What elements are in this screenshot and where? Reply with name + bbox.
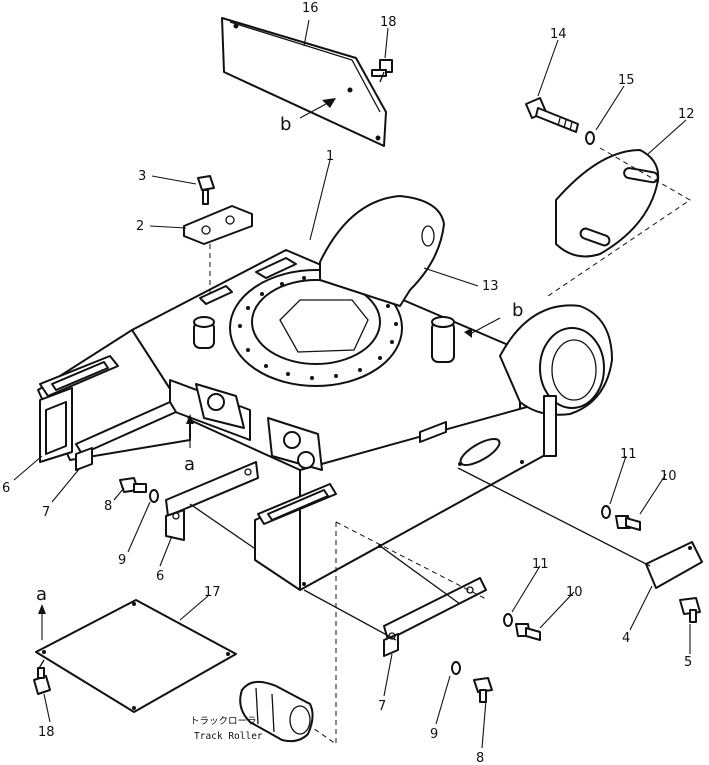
bolt-18-bottom — [33, 667, 51, 695]
plate-4 — [645, 541, 703, 589]
bolt-5 — [679, 597, 701, 623]
track-roller — [239, 680, 314, 743]
callout-10-front: 10 — [566, 585, 583, 600]
washer-11-front — [503, 613, 513, 627]
callout-9-left: 9 — [118, 553, 126, 568]
callout-8-front: 8 — [476, 751, 484, 765]
bolt-8-front — [473, 677, 493, 703]
callout-10-right: 10 — [660, 469, 677, 484]
cover-plate-16 — [221, 17, 387, 147]
assembly-lines — [37, 147, 691, 745]
bolt-10-right — [615, 515, 641, 531]
callout-1: 1 — [326, 149, 334, 164]
callout-3: 3 — [138, 169, 146, 184]
callout-13: 13 — [482, 279, 499, 294]
view-letter-b-right: b — [512, 300, 523, 321]
callout-7-left: 7 — [42, 505, 50, 520]
view-letter-a-left: a — [36, 584, 47, 605]
callout-18-bottom: 18 — [38, 725, 55, 740]
track-roller-caption: トラックローラ Track Roller — [190, 716, 263, 742]
callout-4: 4 — [622, 631, 630, 646]
bolt-18-top — [371, 59, 393, 83]
callout-17: 17 — [204, 585, 221, 600]
idler-housing — [499, 304, 613, 457]
callout-12: 12 — [678, 107, 695, 122]
front-clevis — [195, 383, 323, 471]
callout-15: 15 — [618, 73, 635, 88]
callout-16: 16 — [302, 1, 319, 16]
bracket-2 — [183, 205, 253, 245]
callout-11-right: 11 — [620, 447, 637, 462]
washer-15 — [585, 131, 595, 145]
washer-9-front — [451, 661, 461, 675]
cover-plate-17 — [35, 599, 237, 713]
track-frame-1 — [37, 249, 546, 591]
callout-2: 2 — [136, 219, 144, 234]
callout-numbers: 16 18 14 15 12 1 3 2 13 6 7 8 9 6 17 18 … — [2, 1, 695, 765]
callout-9-front: 9 — [430, 727, 438, 742]
callout-18-top: 18 — [380, 15, 397, 30]
callout-7-front: 7 — [378, 699, 386, 714]
view-letters: a a b b — [36, 114, 523, 605]
washer-11-right — [601, 505, 611, 519]
callout-6-left: 6 — [2, 481, 10, 496]
view-arrows — [38, 98, 501, 640]
guard-7-left — [75, 401, 177, 471]
guard-6-left — [39, 387, 73, 463]
view-letter-a-center: a — [184, 454, 195, 475]
bolt-8-left — [119, 477, 147, 493]
guard-6-front — [165, 461, 259, 541]
callout-11-front: 11 — [532, 557, 549, 572]
callout-8-left: 8 — [104, 499, 112, 514]
leader-lines — [13, 19, 691, 749]
caption-en: Track Roller — [194, 731, 263, 742]
caption-jp: トラックローラ — [190, 716, 257, 727]
callout-6-front: 6 — [156, 569, 164, 584]
callout-5: 5 — [684, 655, 692, 670]
bolt-3 — [197, 175, 215, 205]
round-cover-12 — [555, 149, 660, 258]
bolt-10-front — [515, 623, 541, 641]
track-guard-13 — [319, 195, 445, 307]
callout-14: 14 — [550, 27, 567, 42]
view-letter-b-top: b — [280, 114, 291, 135]
guard-7-front — [383, 577, 487, 657]
bolt-14 — [525, 97, 579, 133]
washer-9-left — [149, 489, 159, 503]
